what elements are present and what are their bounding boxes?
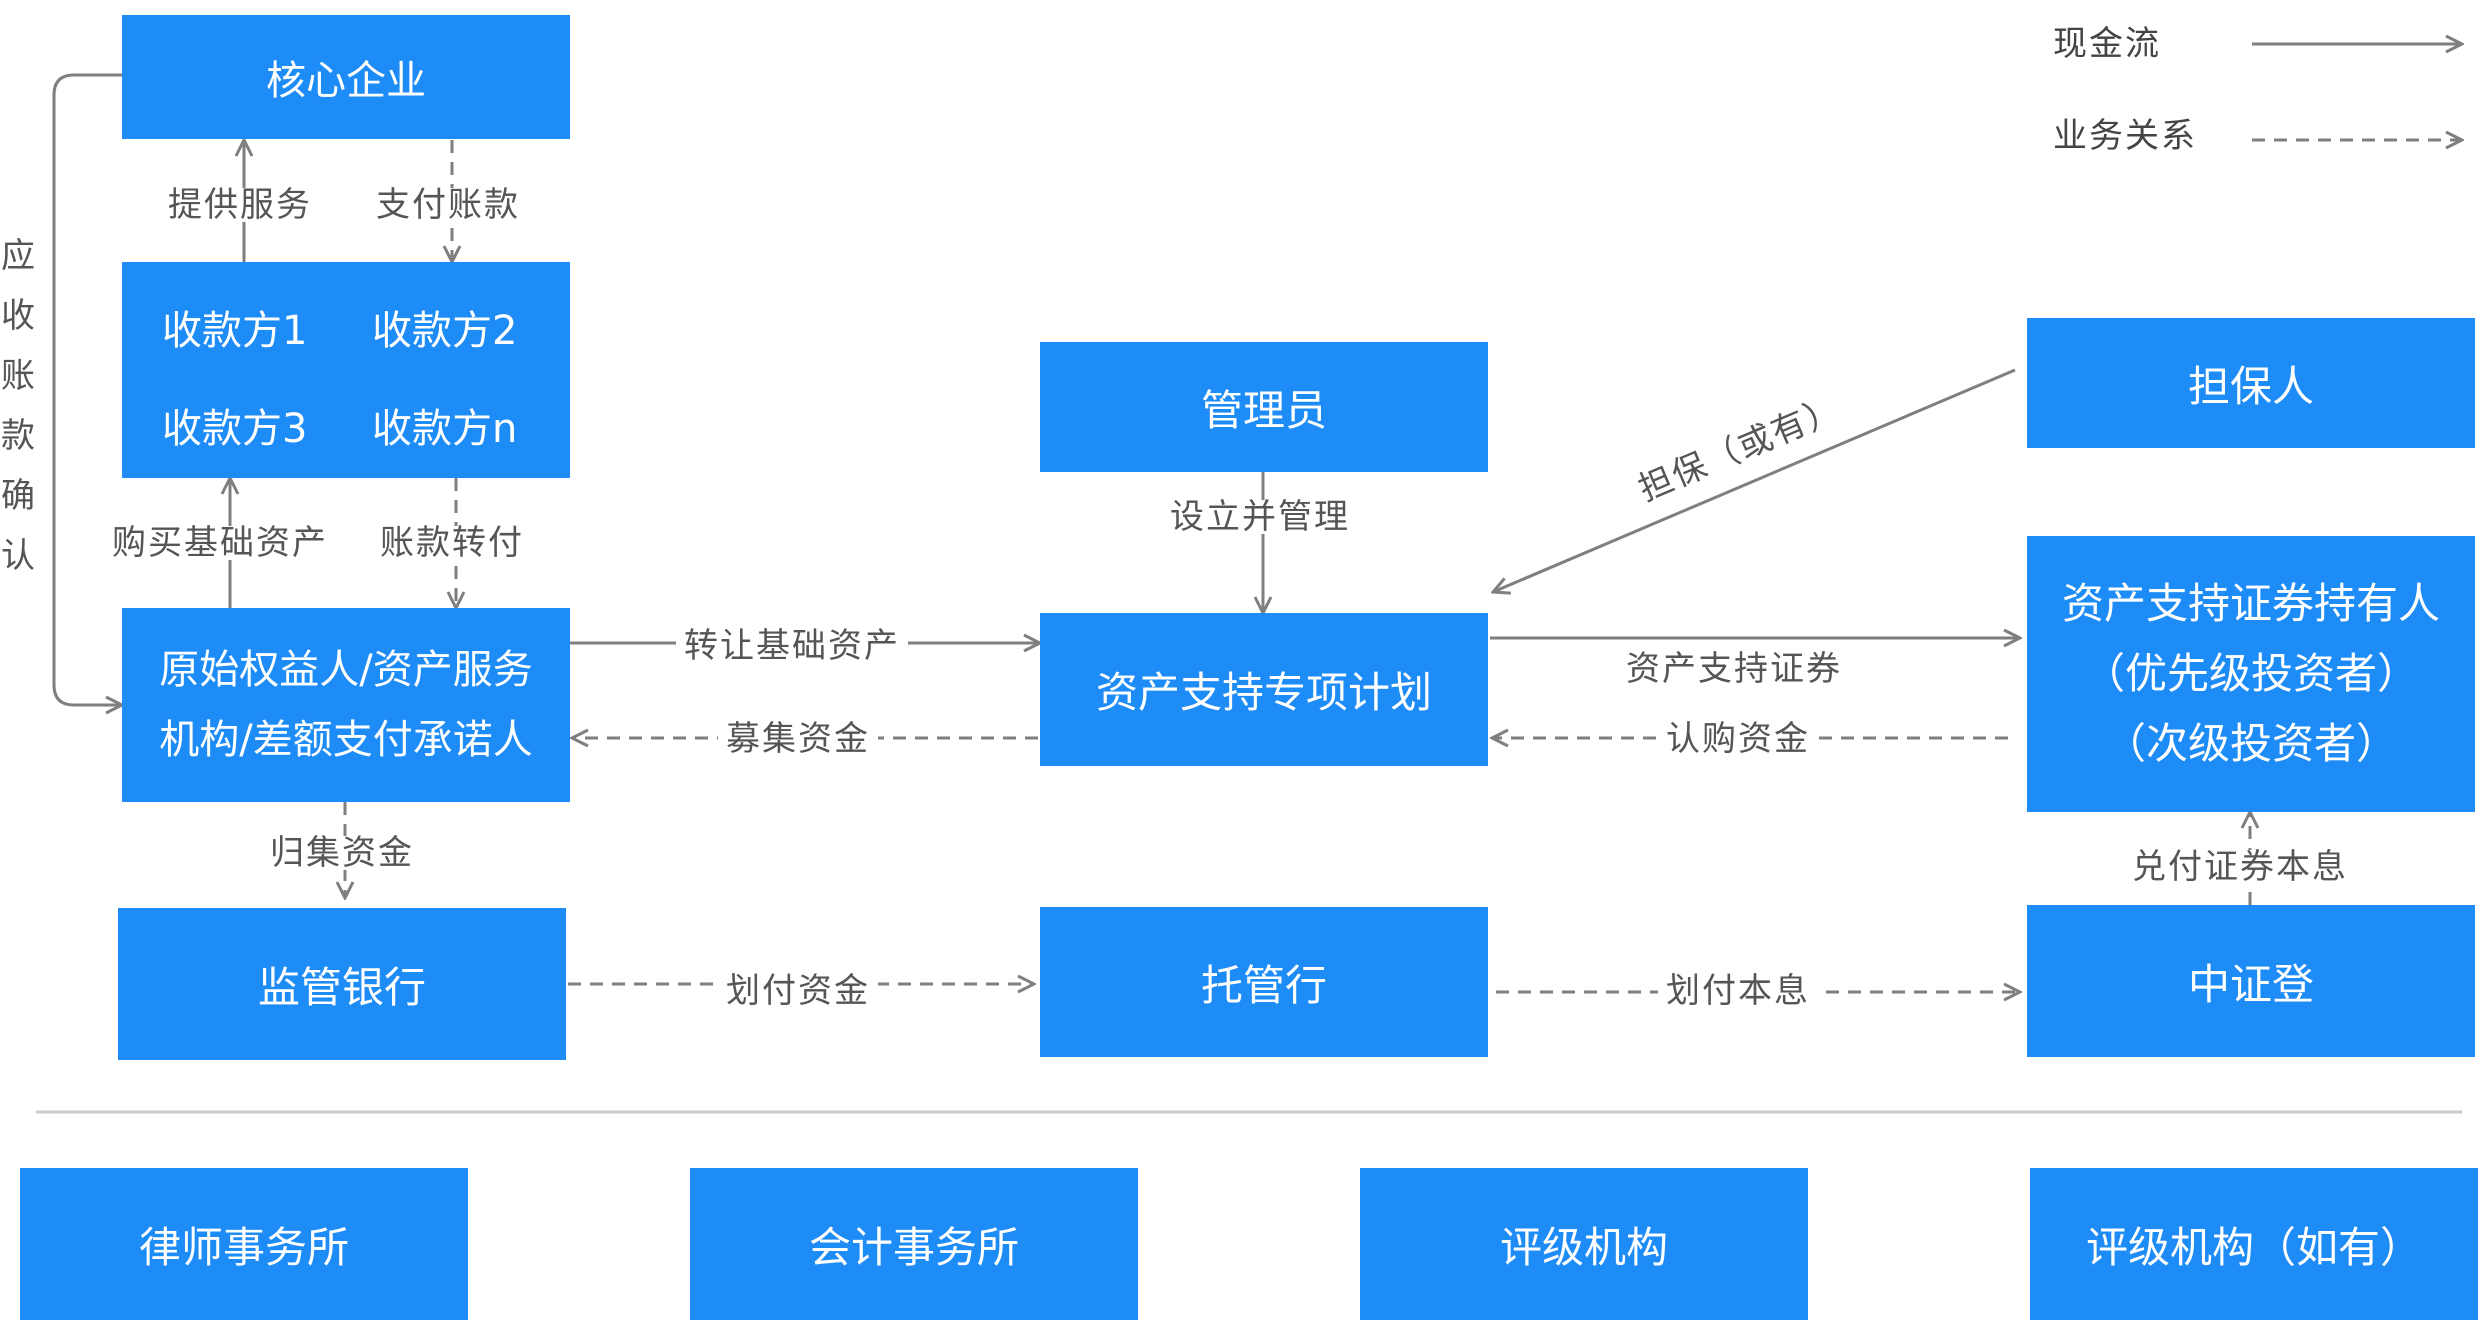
payee-n: 收款方n: [372, 406, 518, 452]
box-originator-line2: 机构/差额支付承诺人: [159, 717, 533, 763]
label-receivable-confirm-char: 应: [1, 236, 35, 276]
arrow-guarantee: [1493, 368, 2016, 592]
box-accounting-firm-text: 会计事务所: [808, 1222, 1019, 1272]
box-accounting-firm: 会计事务所: [690, 1168, 1138, 1320]
label-setup-manage: 设立并管理: [1162, 500, 1358, 534]
box-supervising-bank-text: 监管银行: [257, 962, 426, 1012]
box-manager-text: 管理员: [1200, 385, 1327, 435]
box-core-enterprise-text: 核心企业: [266, 58, 426, 104]
label-receivable-confirm-char: 账: [1, 356, 35, 396]
box-originator: 原始权益人/资产服务 机构/差额支付承诺人: [122, 608, 570, 802]
box-rating-agency: 评级机构: [1360, 1168, 1808, 1320]
box-abs-holder-line1: 资产支持证券持有人: [2061, 579, 2440, 628]
box-guarantor: 担保人: [2027, 318, 2475, 448]
label-allocate-interest: 划付本息: [1658, 974, 1818, 1008]
label-transfer-assets: 转让基础资产: [676, 629, 908, 663]
payee-3: 收款方3: [162, 406, 308, 452]
label-receivable-confirm-char: 确: [1, 476, 35, 516]
box-csdc-text: 中证登: [2187, 959, 2314, 1009]
box-custodian-text: 托管行: [1200, 960, 1327, 1010]
label-buy-assets: 购买基础资产: [104, 526, 336, 560]
label-receivable-confirm-char: 收: [1, 296, 35, 336]
box-abs-holder-line2: （优先级投资者）: [2082, 649, 2419, 698]
box-special-plan: 资产支持专项计划: [1040, 613, 1488, 766]
box-rating-agency-optional-text: 评级机构（如有）: [2085, 1222, 2422, 1272]
box-special-plan-text: 资产支持专项计划: [1095, 668, 1432, 717]
box-rating-agency-optional: 评级机构（如有）: [2030, 1168, 2478, 1320]
label-allocate-funds: 划付资金: [718, 974, 878, 1008]
box-abs-holder: 资产支持证券持有人 （优先级投资者） （次级投资者）: [2027, 536, 2475, 812]
legend-cash-flow-label: 现金流: [2045, 27, 2169, 61]
label-receivable-confirm-char: 认: [1, 536, 35, 576]
box-law-firm-text: 律师事务所: [138, 1222, 349, 1272]
arrow-receivable-confirm: [52, 73, 122, 705]
box-core-enterprise: 核心企业: [122, 15, 570, 139]
box-law-firm: 律师事务所: [20, 1168, 468, 1320]
label-receivable-confirm-char: 款: [1, 416, 35, 456]
box-payees: 收款方1 收款方2 收款方3 收款方n: [122, 262, 570, 478]
box-abs-holder-line3: （次级投资者）: [2103, 719, 2398, 768]
box-rating-agency-text: 评级机构: [1499, 1222, 1668, 1272]
label-transfer-bill: 账款转付: [372, 526, 532, 560]
box-guarantor-text: 担保人: [2187, 361, 2314, 411]
box-supervising-bank: 监管银行: [118, 908, 566, 1060]
label-pay-bill: 支付账款: [368, 188, 528, 222]
box-manager: 管理员: [1040, 342, 1488, 472]
legend-business-label: 业务关系: [2045, 119, 2205, 153]
box-originator-line1: 原始权益人/资产服务: [159, 647, 533, 693]
payee-1: 收款方1: [162, 308, 308, 354]
label-subscribe: 认购资金: [1658, 722, 1818, 756]
label-redeem: 兑付证券本息: [2124, 850, 2356, 884]
label-provide-service: 提供服务: [160, 188, 320, 222]
label-collect-funds: 归集资金: [262, 836, 422, 870]
payee-2: 收款方2: [372, 308, 518, 354]
label-receivable-confirm: 应 收 账 款 确 认: [0, 226, 38, 586]
label-abs: 资产支持证券: [1618, 652, 1850, 686]
box-custodian: 托管行: [1040, 907, 1488, 1057]
label-raise-funds: 募集资金: [718, 722, 878, 756]
box-csdc: 中证登: [2027, 905, 2475, 1057]
